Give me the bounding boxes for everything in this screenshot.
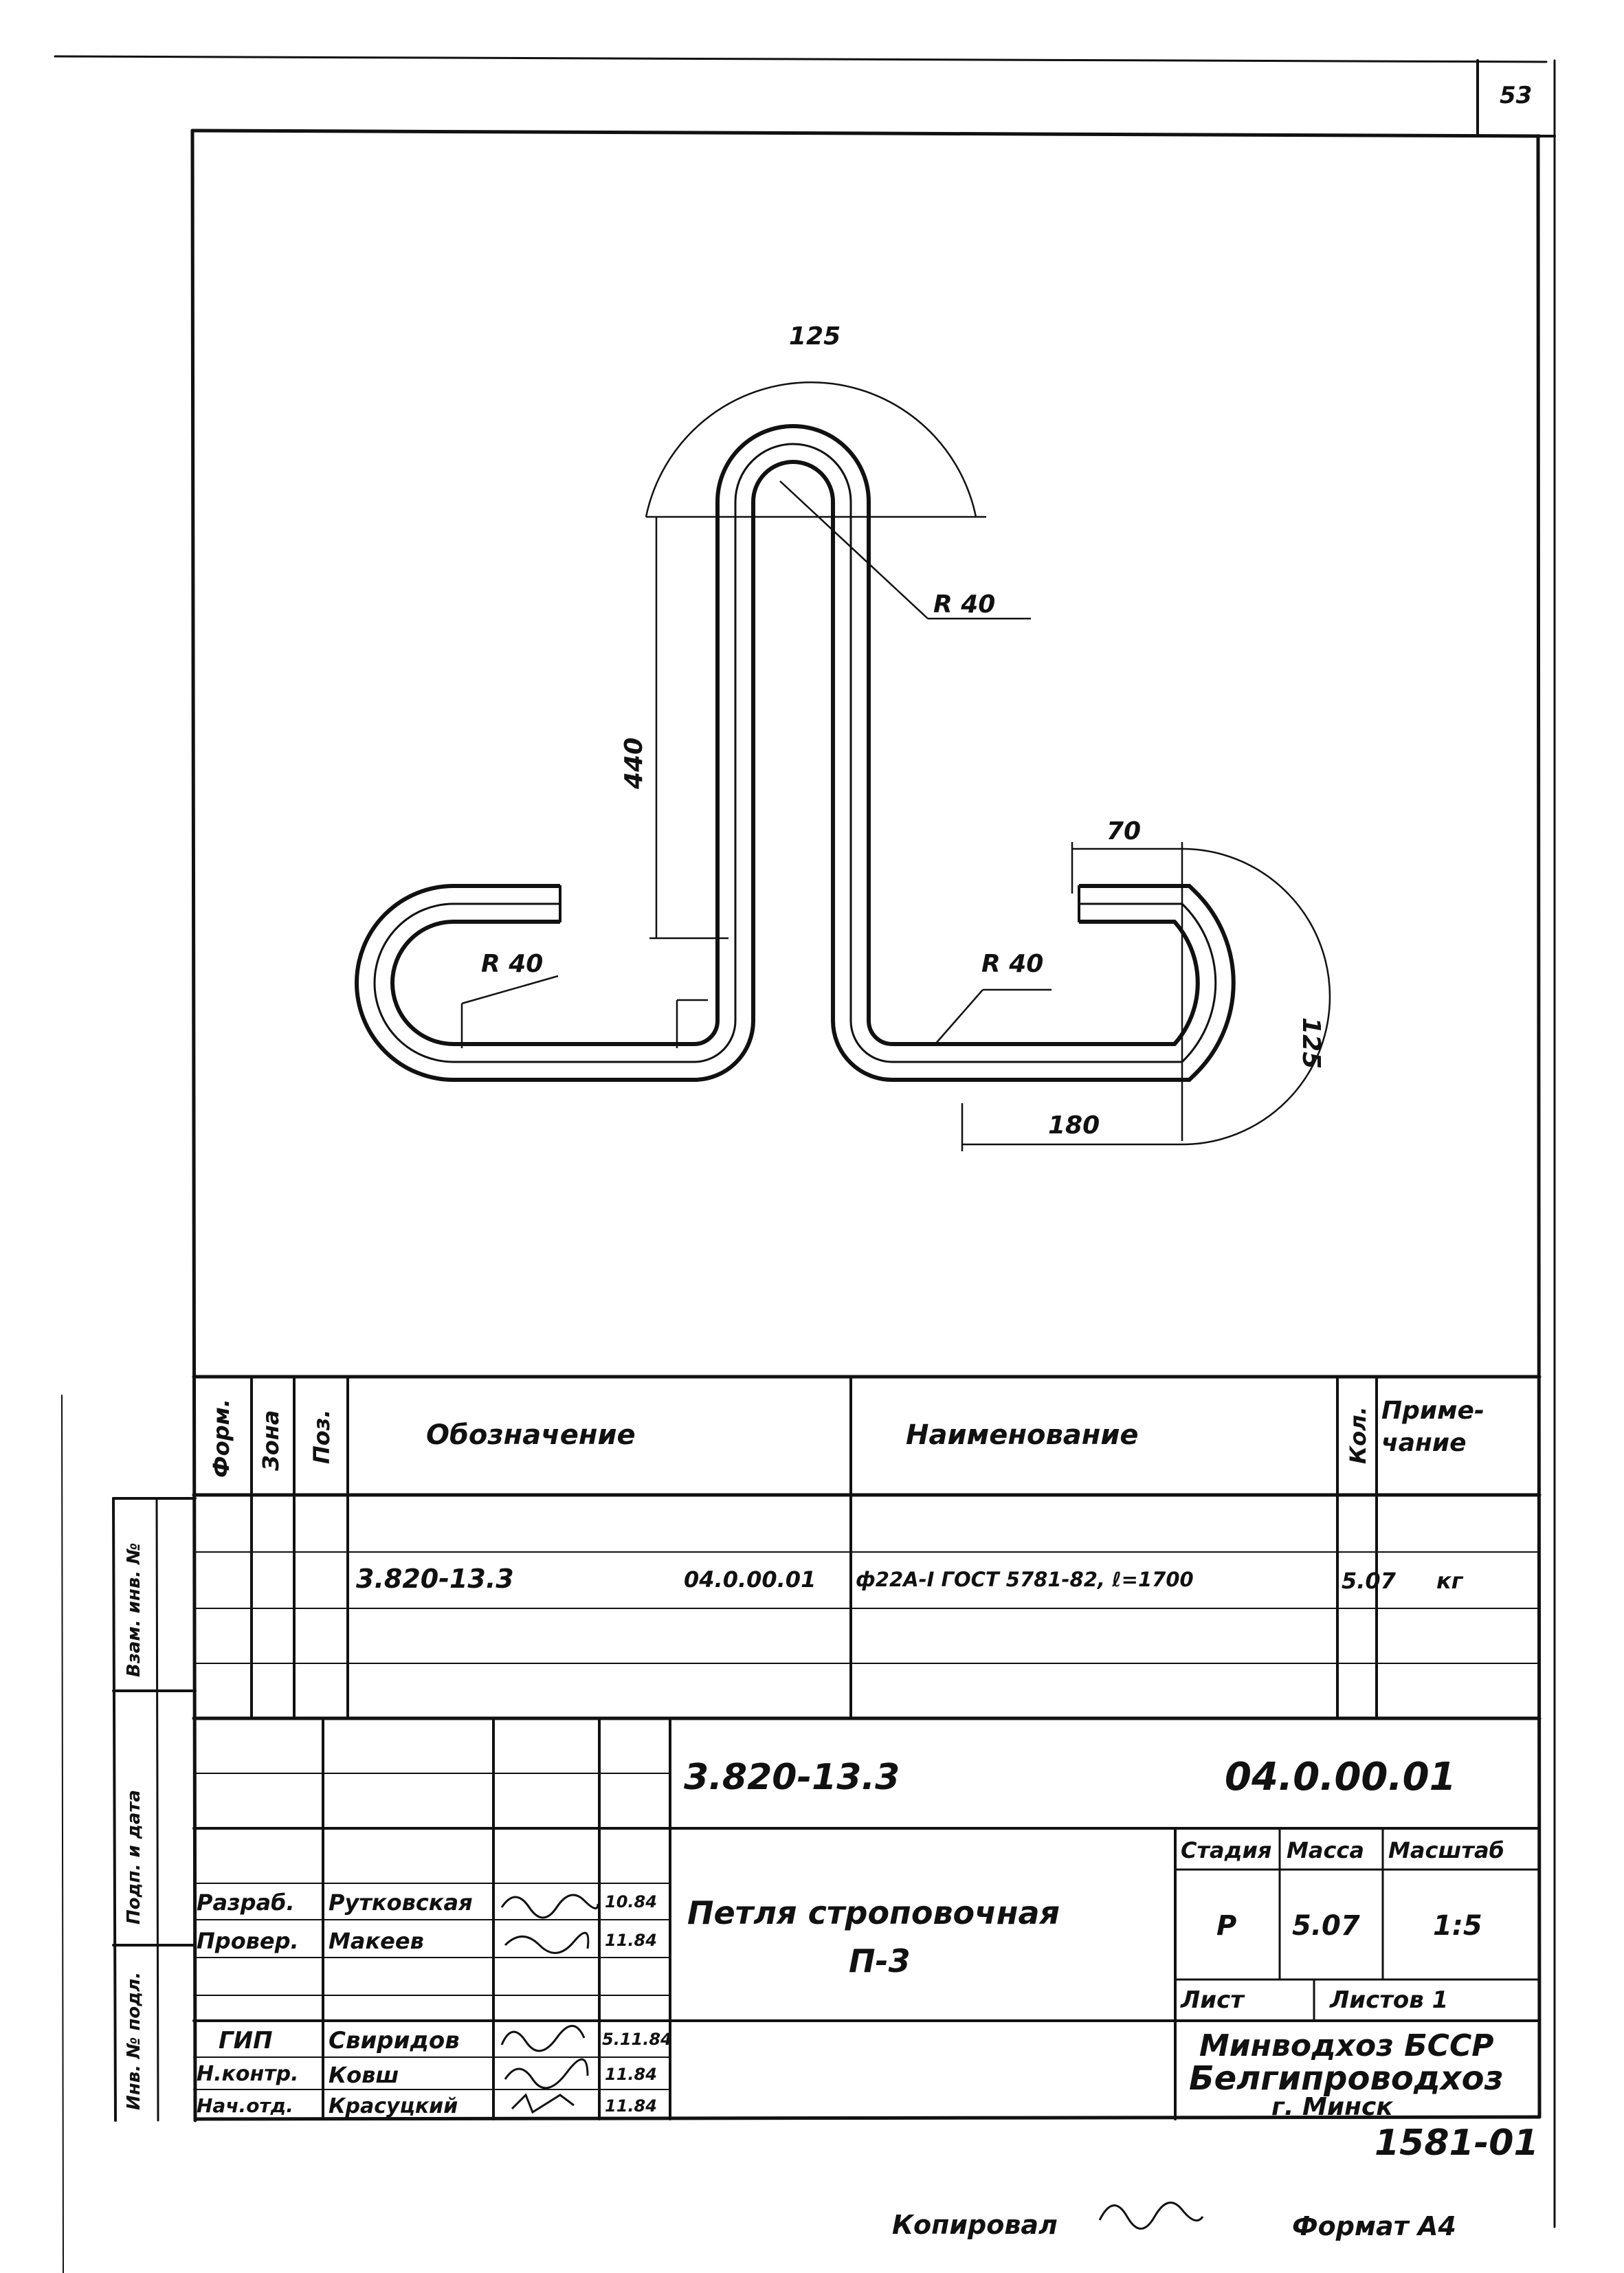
title-code-right: 04.0.00.01 [1225, 1755, 1456, 1799]
sign-date: 11.84 [605, 2065, 657, 2084]
title-name-line1: Петля строповочная [687, 1894, 1060, 1931]
footer-copied: Копировал [892, 2210, 1058, 2240]
person-name: Красуцкий [329, 2094, 458, 2118]
role-label: Провер. [197, 1928, 299, 1954]
stage-label: Стадия [1181, 1837, 1272, 1863]
dim-base-len: 180 [1048, 1111, 1100, 1140]
person-name: Рутковская [329, 1889, 473, 1916]
role-label: Н.контр. [197, 2062, 299, 2086]
dim-hook-len: 70 [1106, 817, 1142, 845]
dim-radius-right: R 40 [981, 950, 1044, 978]
sheets-label: Листов 1 [1330, 1986, 1449, 2014]
sign-date: 10.84 [605, 1892, 657, 1911]
dim-radius-top: R 40 [933, 590, 996, 619]
title-code-left: 3.820-13.3 [684, 1757, 900, 1798]
row-designation-left: 3.820-13.3 [356, 1564, 514, 1594]
sign-date: 11.84 [605, 2096, 657, 2116]
person-name: Свиридов [329, 2027, 460, 2054]
title-name-line2: П-3 [849, 1942, 911, 1980]
dim-radius-left: R 40 [481, 950, 544, 978]
org-line2: Белгипроводхоз [1189, 2059, 1504, 2098]
header-name: Наименование [906, 1419, 1139, 1451]
scale-value: 1:5 [1433, 1910, 1482, 1942]
sheet-number: 53 [1500, 82, 1533, 109]
doc-number: 1581-01 [1375, 2122, 1539, 2164]
person-name: Макеев [329, 1928, 424, 1954]
header-designation: Обозначение [426, 1419, 636, 1451]
footer-format: Формат А4 [1292, 2211, 1456, 2241]
row-note: кг [1436, 1568, 1463, 1594]
sheet-label: Лист [1181, 1986, 1244, 2014]
sign-date: 11.84 [605, 1931, 657, 1950]
row-qty: 5.07 [1342, 1568, 1396, 1594]
role-label: Нач.отд. [197, 2094, 293, 2117]
person-name: Ковш [329, 2062, 399, 2088]
role-label: Разраб. [197, 1889, 295, 1916]
mass-label: Масса [1287, 1837, 1364, 1863]
sign-date: 5.11.84 [602, 2030, 672, 2049]
loop-shape [355, 424, 1236, 1082]
scale-label: Масштаб [1388, 1837, 1504, 1863]
org-line1: Минводхоз БССР [1199, 2028, 1494, 2063]
role-label: ГИП [219, 2027, 273, 2054]
org-line3: г. Минск [1271, 2093, 1393, 2121]
header-note: Приме- чание [1381, 1397, 1484, 1457]
row-designation-right: 04.0.00.01 [684, 1566, 816, 1593]
dim-top-arc: 125 [789, 322, 841, 351]
row-name: ф22А-I ГОСТ 5781-82, ℓ=1700 [856, 1568, 1194, 1591]
mass-value: 5.07 [1292, 1910, 1360, 1942]
stage-value: Р [1216, 1910, 1237, 1942]
